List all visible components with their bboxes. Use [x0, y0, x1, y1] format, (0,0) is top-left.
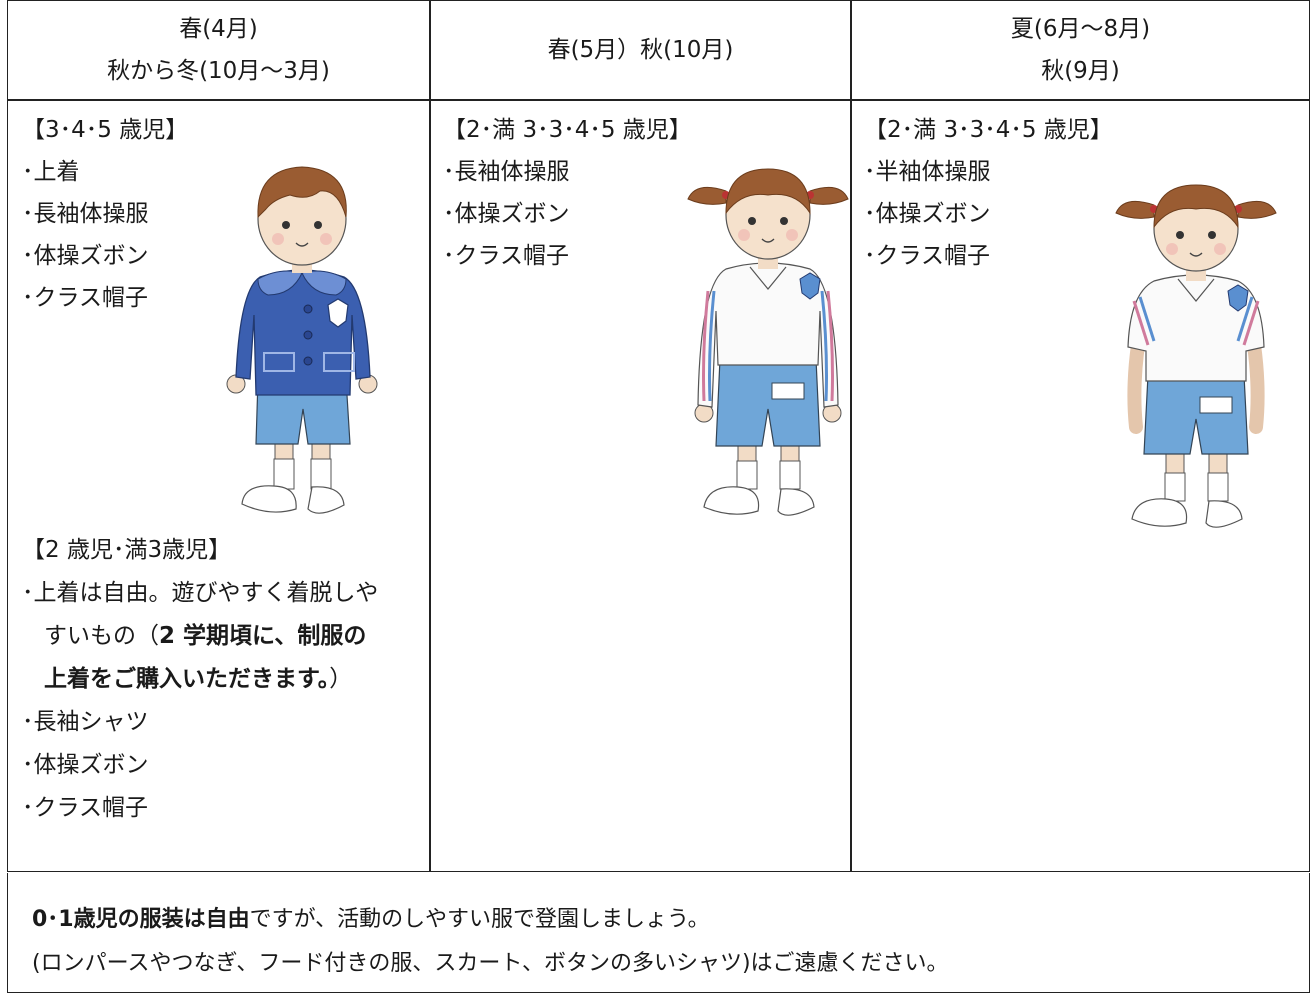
list-item: ･体操ズボン: [22, 243, 149, 269]
column-divider: [429, 1, 431, 871]
list-item: ･体操ズボン: [443, 201, 570, 227]
list-item: ･長袖体操服: [22, 201, 149, 227]
list-item: ･半袖体操服: [864, 159, 991, 185]
header-line: 夏(6月～8月): [1010, 16, 1151, 42]
header-line: 春(4月): [179, 16, 258, 42]
list-item: ･クラス帽子: [22, 795, 149, 821]
column-winter: 【3･4･5 歳児】 ･上着 ･長袖体操服 ･体操ズボン ･クラス帽子 【2 歳…: [8, 101, 429, 871]
header-spring-april: 春(4月) 秋から冬(10月～3月): [8, 1, 429, 99]
note-text: ）: [329, 666, 353, 692]
age-group-title: 【2･満 3･3･4･5 歳児】: [864, 117, 1113, 143]
age-group-title: 【2･満 3･3･4･5 歳児】: [443, 117, 692, 143]
list-item: ･クラス帽子: [443, 243, 570, 269]
note-line: (ロンパースやつなぎ、フード付きの服、スカート、ボタンの多いシャツ)はご遠慮くだ…: [32, 951, 949, 976]
list-item: ･上着: [22, 159, 80, 185]
column-spring-autumn: 【2･満 3･3･4･5 歳児】 ･長袖体操服 ･体操ズボン ･クラス帽子: [431, 101, 850, 871]
header-spring-may-autumn-october: 春(5月）秋(10月): [431, 1, 850, 99]
header-line: 秋から冬(10月～3月): [107, 58, 330, 84]
age-group-title: 【3･4･5 歳児】: [22, 117, 189, 143]
list-item: ･長袖体操服: [443, 159, 570, 185]
boy-jacket-illustration: [226, 166, 378, 514]
note-line: すいもの（2 学期頃に、制服の: [44, 619, 366, 653]
note-text: すいもの（: [44, 623, 159, 649]
column-divider: [850, 1, 852, 871]
note-text: ですが、活動のしやすい服で登園しましょう。: [249, 907, 710, 932]
list-item: ･クラス帽子: [22, 285, 149, 311]
note-line: 0･1歳児の服装は自由ですが、活動のしやすい服で登園しましょう。: [32, 903, 710, 937]
column-summer: 【2･満 3･3･4･5 歳児】 ･半袖体操服 ･体操ズボン ･クラス帽子: [852, 101, 1309, 871]
header-line: 秋(9月): [1041, 58, 1120, 84]
note-text-bold: 0･1歳児の服装は自由: [32, 907, 250, 932]
list-item: ･体操ズボン: [22, 752, 149, 778]
note-text-bold: 上着をご購入いただきます。: [44, 666, 330, 692]
infant-dress-note: 0･1歳児の服装は自由ですが、活動のしやすい服で登園しましょう。 (ロンパースや…: [7, 873, 1310, 993]
list-item: ･長袖シャツ: [22, 709, 149, 735]
girl-long-sleeve-illustration: [687, 168, 849, 516]
header-divider: [8, 99, 1309, 101]
header-line: 春(5月）秋(10月): [547, 37, 734, 63]
note-text-bold: 2 学期頃に、制服の: [159, 623, 367, 649]
age-group-title: 【2 歳児･満3歳児】: [22, 537, 232, 563]
note-line: 上着をご購入いただきます。）: [44, 662, 352, 696]
list-item: ･体操ズボン: [864, 201, 991, 227]
girl-short-sleeve-illustration: [1115, 184, 1277, 528]
header-summer-autumn-september: 夏(6月～8月) 秋(9月): [852, 1, 1309, 99]
list-item: ･クラス帽子: [864, 243, 991, 269]
note-line: ･上着は自由。遊びやすく着脱しや: [22, 580, 379, 606]
uniform-table: 春(4月) 秋から冬(10月～3月) 春(5月）秋(10月) 夏(6月～8月) …: [7, 0, 1310, 872]
